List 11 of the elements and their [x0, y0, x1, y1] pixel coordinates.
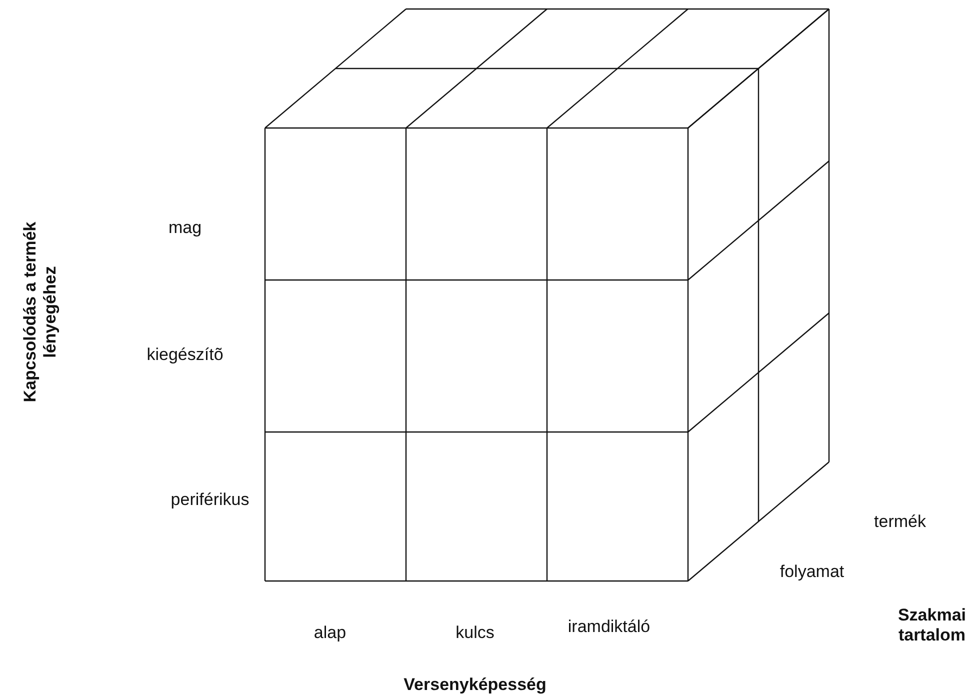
axis-category-label: alap	[314, 623, 346, 643]
axis-category-label: mag	[168, 218, 202, 238]
axis-title: Versenyképesség	[402, 675, 548, 695]
axis-category-label: termék	[874, 512, 926, 532]
axis-category-label: iramdiktáló	[568, 617, 650, 637]
axis-category-label: kiegészítõ	[146, 345, 224, 365]
axis-category-label: periférikus	[170, 490, 250, 510]
axis-title: Kapcsolódás a termék lényegéhez	[20, 220, 60, 404]
axis-category-label: kulcs	[456, 623, 494, 643]
axis-title: Szakmai tartalom	[896, 605, 968, 645]
axis-category-label: folyamat	[780, 562, 844, 582]
